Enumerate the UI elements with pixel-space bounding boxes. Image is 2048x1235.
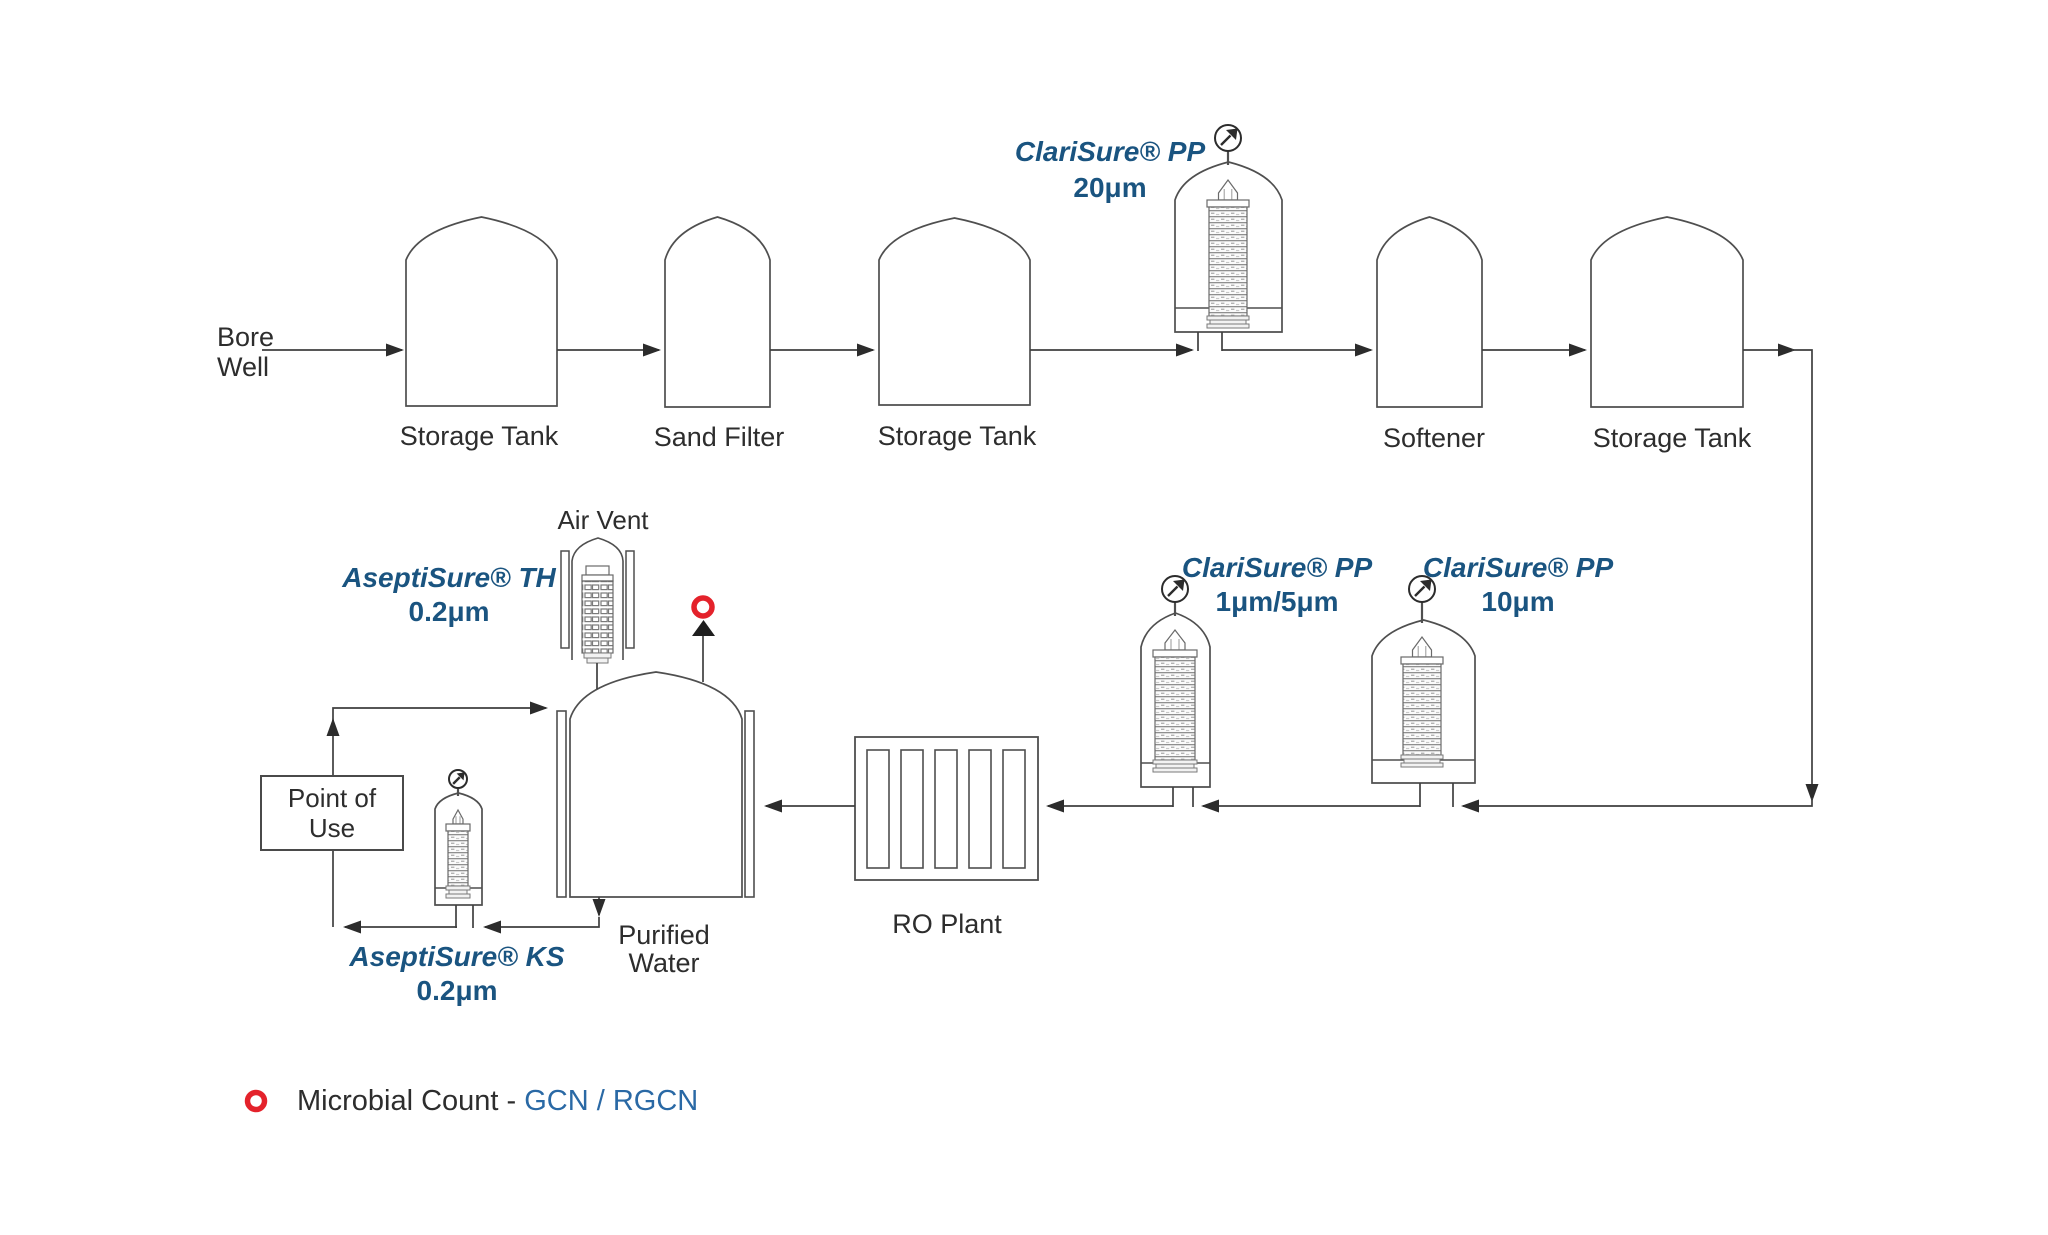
flow-down-rightside — [1792, 349, 1819, 802]
label-softener: Softener — [1382, 423, 1486, 453]
gauge-needle — [1414, 585, 1426, 597]
aseptisure-ks-product-name: AseptiSure® KS — [349, 941, 565, 972]
bore-well-line1: Bore — [217, 322, 275, 352]
point-of-use-line1: Point of — [287, 783, 377, 813]
label-bore-well: Bore Well — [217, 322, 274, 382]
cartridge-fin — [1209, 319, 1247, 325]
clarisure-pp-1um-5um-filter-cartridge — [1154, 656, 1196, 761]
label-aseptisure-ks: AseptiSure® KS 0.2μm — [349, 940, 564, 1008]
cartridge-fin — [448, 889, 468, 895]
cartridge-fin — [1152, 767, 1198, 773]
label-clarisure-pp-10um: ClariSure® PP 10μm — [1423, 551, 1613, 619]
storage-tank-1-vessel — [405, 216, 558, 407]
label-clarisure-pp-20um: ClariSure® PP 20μm — [1015, 134, 1205, 206]
cartridge-fin — [1400, 762, 1444, 768]
point-of-use-line2: Use — [308, 813, 356, 843]
aseptisure-ks-filter-cartridge — [447, 830, 469, 887]
legend-label: Microbial Count - — [297, 1085, 525, 1117]
gauge-needle — [1220, 134, 1232, 146]
purified-water-line1: Purified — [618, 920, 710, 950]
air-vent-base — [583, 652, 612, 659]
cartridge-fin — [1152, 759, 1198, 765]
air-vent-right-bracket — [625, 550, 635, 649]
gauge-needle — [452, 776, 461, 785]
gauge-needle-arrowhead — [1173, 579, 1185, 591]
cartridge-fin — [1400, 754, 1444, 760]
air-vent-left-bracket — [560, 550, 570, 649]
cartridge-fin — [1155, 763, 1195, 769]
gauge-needle-arrowhead — [456, 772, 465, 781]
aseptisure-th-rating: 0.2μm — [408, 596, 490, 627]
gauge-needle — [1167, 585, 1179, 597]
point-of-use-box: Point of Use — [260, 775, 404, 851]
clarisure-pp-20um-filter-cartridge — [1208, 206, 1248, 317]
air-vent-flange — [581, 574, 614, 582]
legend-codes: GCN / RGCN — [524, 1085, 699, 1117]
label-air-vent: Air Vent — [557, 505, 649, 535]
flow-return-to-tank — [332, 701, 548, 775]
clarisure-20um-rating: 20μm — [1073, 172, 1147, 203]
ro-membrane — [968, 749, 992, 869]
clarisure-10um-product-name: ClariSure® PP — [1422, 552, 1614, 583]
microbial-count-legend-icon — [244, 1089, 268, 1113]
aseptisure-ks-rating: 0.2μm — [416, 975, 498, 1006]
cartridge-fin — [1206, 315, 1250, 321]
ro-membrane — [1002, 749, 1026, 869]
flow-to-clarisure10 — [1461, 798, 1813, 813]
clarisure-pp-10um-filter-cartridge — [1402, 663, 1442, 756]
storage-tank-3-vessel — [1590, 216, 1744, 408]
cartridge-fin — [1403, 758, 1441, 764]
label-ro-plant: RO Plant — [892, 909, 1002, 939]
cartridge-cap — [1400, 656, 1444, 665]
aseptisure-th-product-name: AseptiSure® TH — [342, 562, 556, 593]
label-storage-tank-3: Storage Tank — [1592, 423, 1752, 453]
clarisure-20um-product-name: ClariSure® PP — [1014, 136, 1206, 167]
microbial-count-marker — [691, 595, 715, 619]
label-storage-tank-1: Storage Tank — [399, 421, 559, 451]
ro-membrane — [934, 749, 958, 869]
gauge-needle-arrowhead — [1226, 128, 1238, 140]
cartridge-fin — [445, 885, 471, 891]
purified-water-tank-vessel — [569, 671, 743, 898]
purified-tank-right-bracket — [744, 710, 755, 898]
ro-membrane — [866, 749, 890, 869]
cartridge-fin — [1206, 323, 1250, 329]
cartridge-cap — [445, 823, 471, 832]
legend-microbial-count: Microbial Count - GCN / RGCN — [297, 1086, 698, 1116]
label-purified-water: Purified Water — [618, 921, 710, 977]
cartridge-cap — [1206, 199, 1250, 208]
purified-water-line2: Water — [628, 948, 700, 978]
air-vent-cartridge — [581, 580, 614, 654]
clarisure-1um-5um-rating: 1μm/5μm — [1215, 586, 1339, 617]
cartridge-fin — [445, 893, 471, 899]
marker-up-arrowhead — [692, 620, 715, 636]
label-clarisure-pp-1um-5um: ClariSure® PP 1μm/5μm — [1182, 551, 1372, 619]
gauge-needle-arrowhead — [1420, 579, 1432, 591]
sand-filter-vessel — [664, 216, 771, 408]
purified-tank-left-bracket — [556, 710, 567, 898]
clarisure-1um-5um-product-name: ClariSure® PP — [1181, 552, 1373, 583]
air-vent-base — [586, 657, 609, 664]
label-sand-filter: Sand Filter — [653, 422, 785, 452]
cartridge-cap — [1152, 649, 1198, 658]
clarisure-10um-rating: 10μm — [1481, 586, 1555, 617]
air-vent-cap — [585, 565, 610, 576]
label-aseptisure-th: AseptiSure® TH 0.2μm — [342, 561, 556, 629]
label-storage-tank-2: Storage Tank — [877, 421, 1037, 451]
storage-tank-2-vessel — [878, 217, 1031, 406]
softener-vessel — [1376, 216, 1483, 408]
ro-membrane — [900, 749, 924, 869]
flow-to-aseptisure-ks — [483, 917, 600, 934]
bore-well-line2: Well — [217, 352, 270, 382]
